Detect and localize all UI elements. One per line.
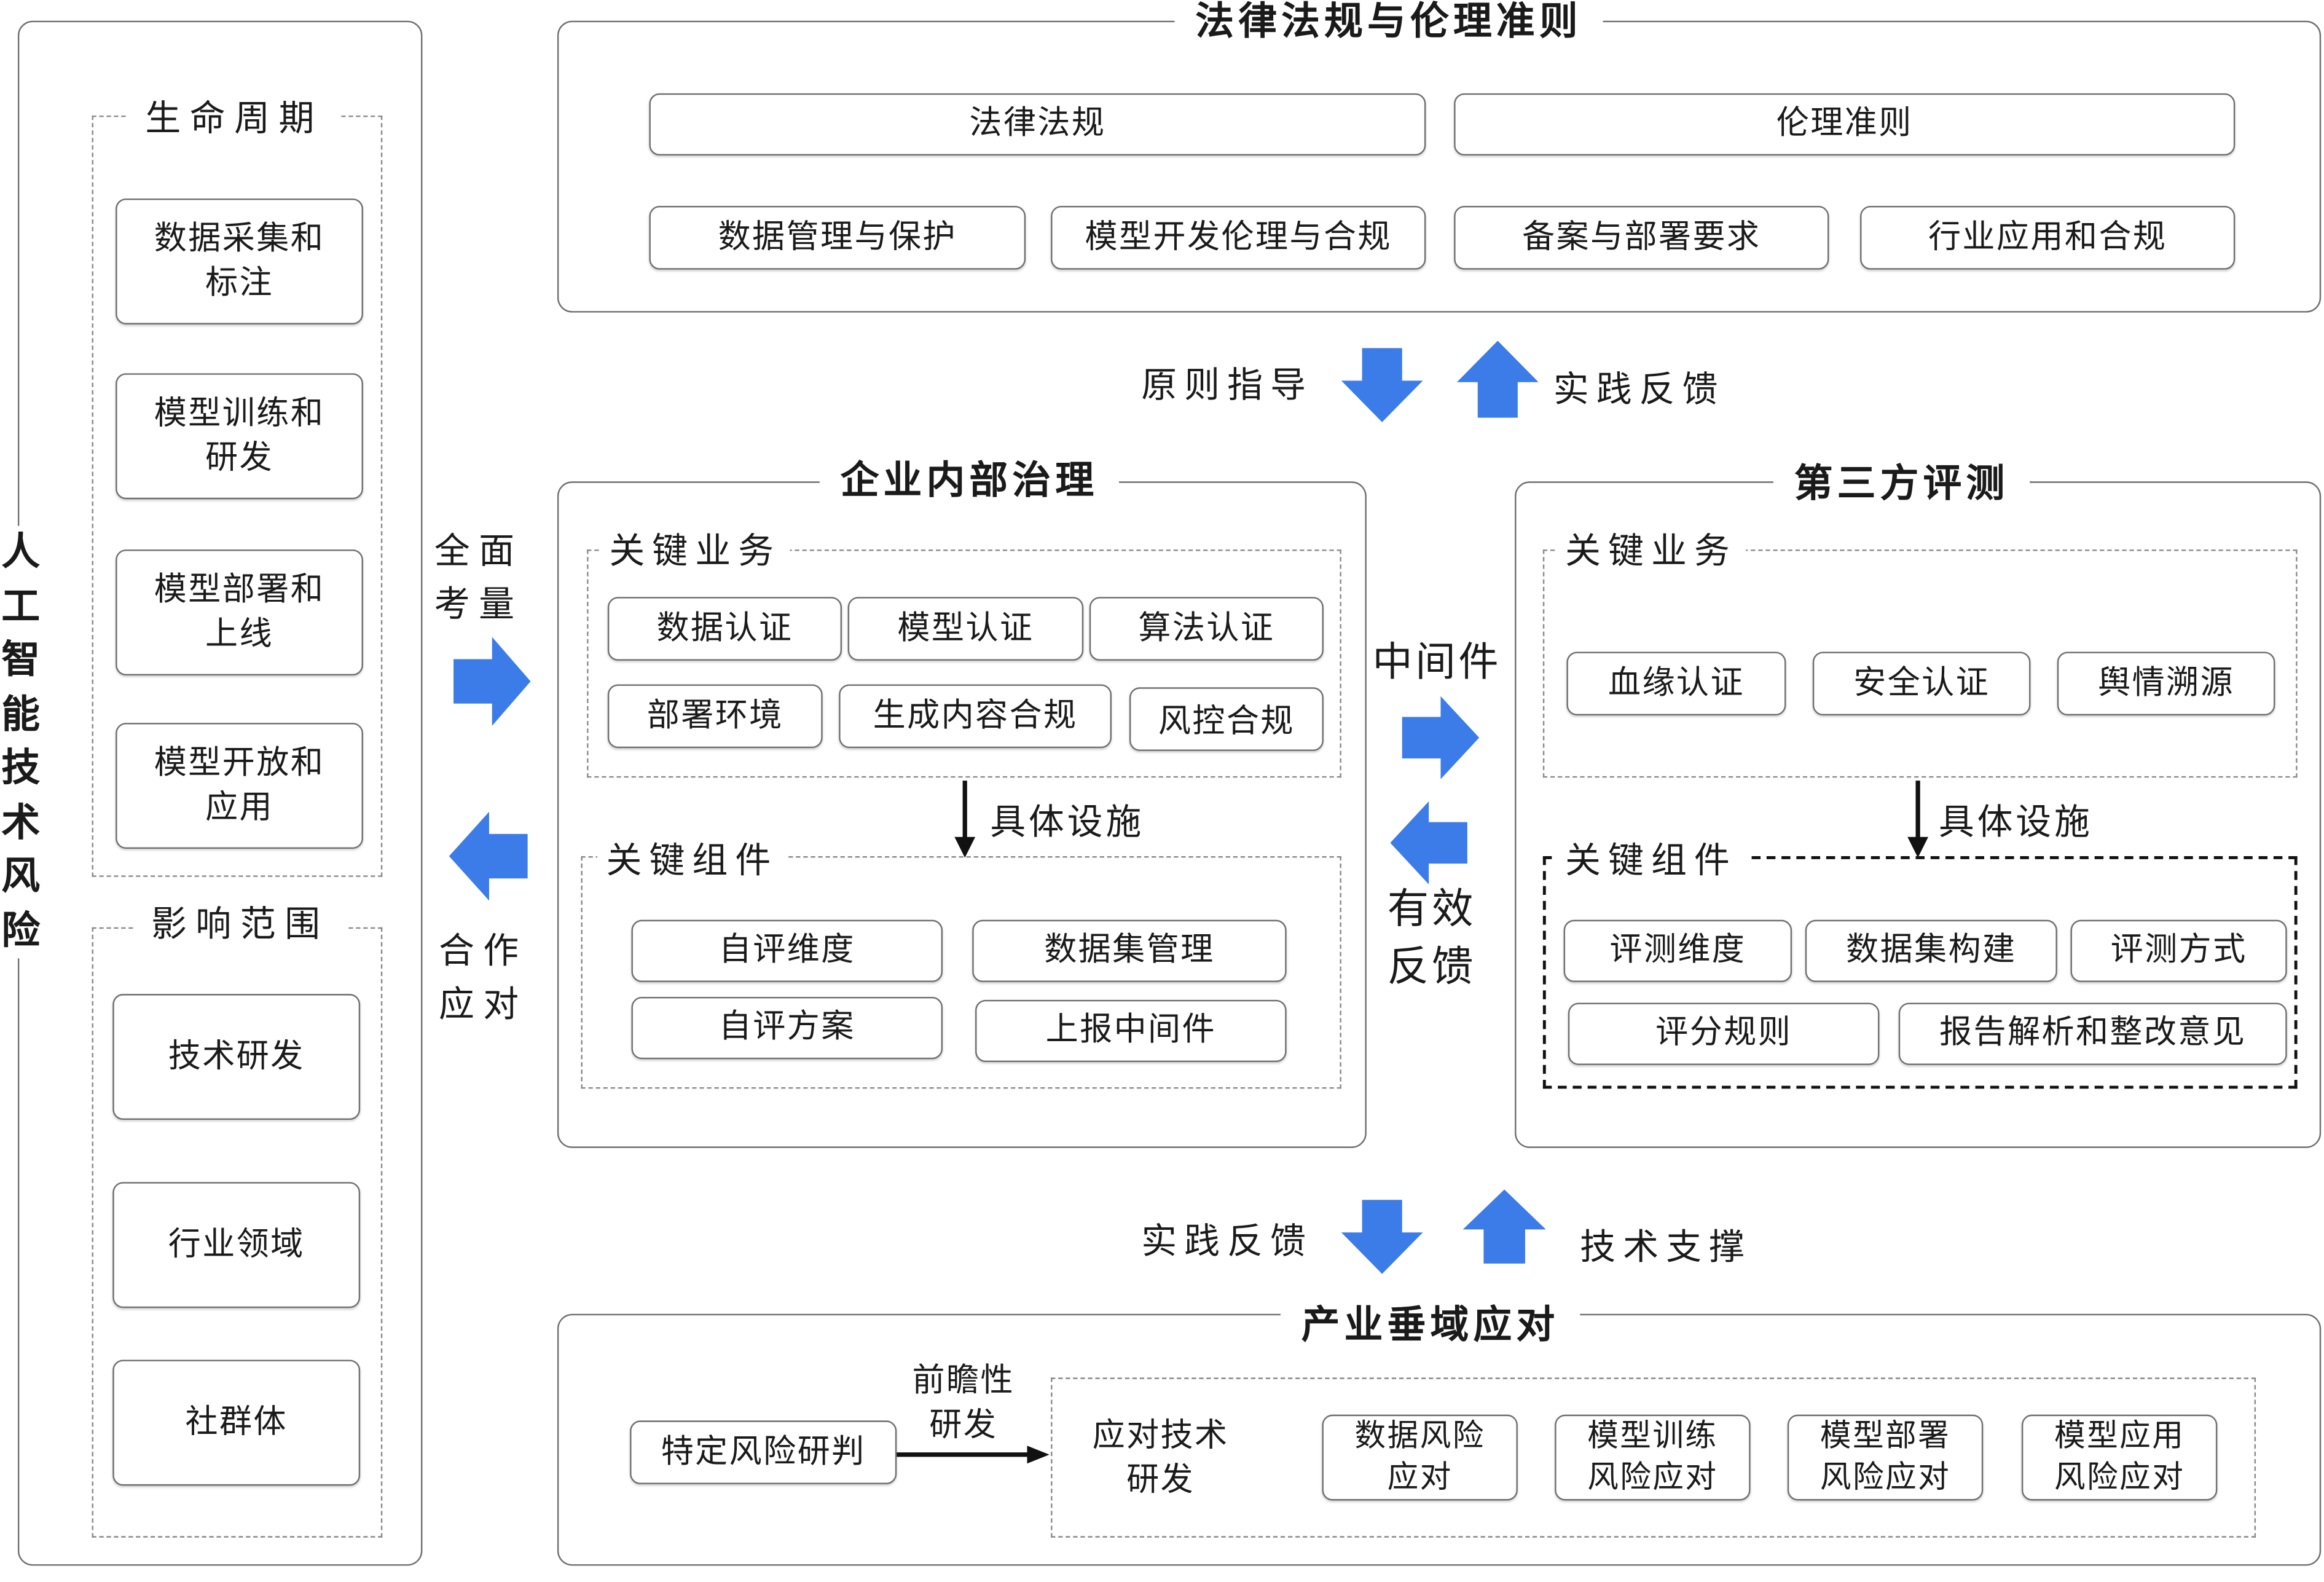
law-sub-item: 行业应用和合规 — [1860, 206, 2236, 270]
middle-left-label: 有效 反馈 — [1387, 884, 1477, 991]
law-sub-item: 数据管理与保护 — [649, 206, 1026, 270]
middle-right-label: 中间件 — [1372, 640, 1502, 686]
up-arrow-icon — [1462, 1189, 1546, 1264]
bottom-down-label: 实践反馈 — [1141, 1220, 1314, 1262]
enterprise-arrow-label: 具体设施 — [990, 801, 1145, 843]
top-up-label: 实践反馈 — [1553, 369, 1725, 411]
business-item: 算法认证 — [1089, 597, 1324, 661]
risk-panel-title: 人工智能技术风险 — [0, 525, 42, 959]
component-item: 评分规则 — [1568, 1002, 1880, 1065]
third-party-panel-title: 第三方评测 — [1773, 462, 2030, 507]
component-item: 数据集构建 — [1805, 919, 2057, 982]
left-arrow-icon — [449, 811, 528, 901]
law-sub-item: 备案与部署要求 — [1454, 206, 1829, 270]
right-arrow-icon — [453, 637, 531, 726]
business-item: 安全认证 — [1812, 651, 2031, 716]
response-item: 模型部署 风险应对 — [1787, 1414, 1984, 1501]
law-panel-title: 法律法规与伦理准则 — [1174, 0, 1603, 45]
third-party-components-group — [1542, 856, 2298, 1089]
ethics-item: 伦理准则 — [1454, 93, 2236, 156]
down-arrow-icon — [1341, 348, 1423, 422]
enterprise-panel-title: 企业内部治理 — [819, 459, 1120, 504]
lifecycle-title: 生命周期 — [127, 98, 341, 140]
third-party-components-title: 关键组件 — [1556, 840, 1746, 882]
up-arrow-icon — [1456, 340, 1539, 418]
business-item: 模型认证 — [847, 597, 1084, 661]
right-arrow-icon — [897, 1446, 1050, 1464]
risk-assessment-box: 特定风险研判 — [630, 1420, 897, 1484]
component-item: 评测维度 — [1563, 919, 1792, 982]
impact-title: 影响范围 — [133, 903, 347, 945]
business-item: 数据认证 — [607, 597, 842, 661]
component-item: 自评维度 — [631, 919, 943, 982]
law-item: 法律法规 — [649, 93, 1426, 156]
bottom-up-label: 技术支撑 — [1580, 1226, 1752, 1269]
left-arrow-icon — [1390, 801, 1467, 884]
forward-research-label: 前瞻性 研发 — [912, 1363, 1015, 1444]
component-item: 报告解析和整改意见 — [1898, 1002, 2287, 1065]
side-right-label: 全面 考量 — [434, 530, 524, 626]
industry-panel-title: 产业垂域应对 — [1280, 1303, 1580, 1348]
response-group — [1051, 1377, 2256, 1538]
enterprise-business-title: 关键业务 — [600, 530, 790, 572]
response-item: 模型应用 风险应对 — [2021, 1414, 2218, 1501]
response-item: 模型训练 风险应对 — [1555, 1414, 1751, 1501]
enterprise-business-group — [587, 549, 1341, 778]
side-left-label: 合作 应对 — [438, 930, 528, 1025]
impact-item: 行业领域 — [112, 1182, 361, 1308]
down-arrow-icon — [1907, 781, 1928, 858]
third-party-business-title: 关键业务 — [1556, 530, 1746, 572]
top-down-label: 原则指导 — [1141, 364, 1314, 406]
third-party-business-group — [1542, 549, 2298, 778]
business-item: 风控合规 — [1129, 687, 1324, 751]
response-title: 应对技术 研发 — [1092, 1417, 1229, 1500]
lifecycle-item: 数据采集和 标注 — [116, 198, 363, 325]
component-item: 数据集管理 — [972, 919, 1287, 982]
component-item: 自评方案 — [631, 997, 943, 1060]
impact-item: 社群体 — [112, 1360, 361, 1486]
down-arrow-icon — [954, 781, 976, 858]
component-item: 上报中间件 — [975, 999, 1287, 1063]
response-item: 数据风险 应对 — [1322, 1414, 1518, 1501]
law-sub-item: 模型开发伦理与合规 — [1051, 206, 1426, 270]
lifecycle-item: 模型开放和 应用 — [116, 723, 363, 849]
down-arrow-icon — [1341, 1200, 1423, 1274]
lifecycle-item: 模型训练和 研发 — [116, 373, 363, 500]
business-item: 血缘认证 — [1566, 651, 1786, 716]
enterprise-components-title: 关键组件 — [597, 840, 787, 882]
third-party-arrow-label: 具体设施 — [1938, 801, 2093, 843]
component-item: 评测方式 — [2070, 919, 2287, 982]
business-item: 生成内容合规 — [839, 684, 1112, 749]
impact-item: 技术研发 — [112, 994, 361, 1120]
lifecycle-item: 模型部署和 上线 — [116, 549, 363, 676]
enterprise-components-group — [581, 856, 1341, 1089]
business-item: 舆情溯源 — [2057, 651, 2275, 716]
right-arrow-icon — [1402, 696, 1480, 779]
business-item: 部署环境 — [607, 684, 823, 749]
